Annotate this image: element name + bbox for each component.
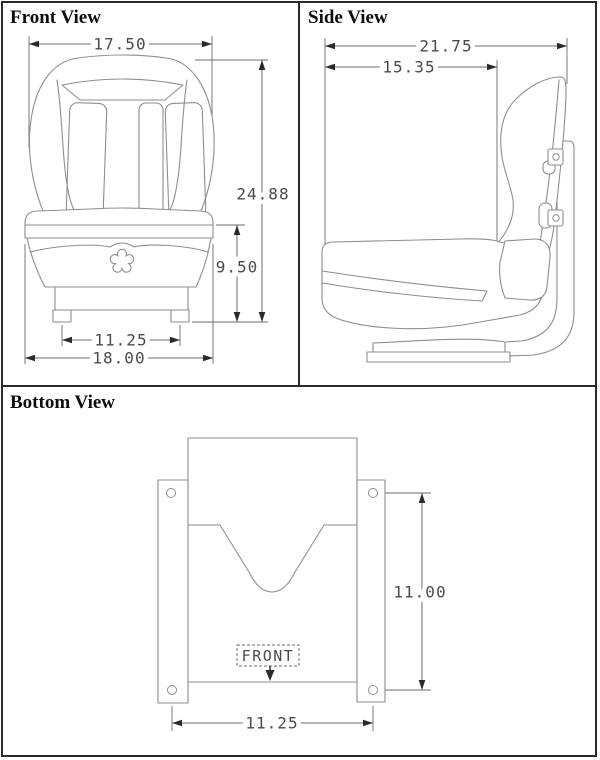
front-view-dimensions: 17.50 24.88 9.50 11.25 18.00	[24, 30, 293, 372]
dim-text-seat-width-top: 17.50	[93, 35, 146, 54]
seat-pan	[187, 437, 358, 683]
bottom-view-dimensions: 11.00 11.25	[171, 492, 450, 737]
dim-text-mount-length: 11.00	[393, 583, 446, 602]
bottom-view-panel: Bottom View 11.00 11.25 FRONT	[10, 392, 450, 737]
right-foot	[170, 309, 190, 323]
front-direction-arrow-icon	[265, 670, 275, 681]
dim-text-mount-spacing: 11.25	[94, 331, 147, 350]
mount-hole-bottom-right	[368, 685, 378, 695]
dim-text-mount-width: 11.25	[245, 714, 298, 733]
seat-cushion	[24, 207, 214, 239]
front-view-seat-drawing	[24, 54, 215, 323]
mount-hole-top-left	[166, 488, 176, 498]
pan-notch	[187, 524, 358, 593]
cushion-trim-band	[321, 270, 488, 302]
upper-tab-hole	[552, 153, 560, 161]
mount-hole-bottom-left	[167, 685, 177, 695]
seat-side-panel	[499, 238, 551, 301]
front-view-title: Front View	[10, 7, 101, 28]
left-mount-rail	[157, 479, 189, 704]
side-view-panel: Side View 21.75 15.35	[308, 7, 575, 363]
base-plate	[366, 351, 511, 363]
seat-base-shroud	[26, 237, 212, 288]
mount-hole-top-right	[368, 488, 378, 498]
bottom-view-title: Bottom View	[10, 392, 115, 413]
dim-text-overall-height: 24.88	[236, 185, 289, 204]
front-label-text: FRONT	[242, 647, 295, 665]
star-knob	[109, 248, 135, 273]
front-label-box	[236, 644, 300, 667]
side-view-dimensions: 21.75 15.35	[324, 32, 568, 248]
side-view-title: Side View	[308, 7, 388, 28]
right-mount-rail	[356, 479, 386, 703]
base-support-line	[372, 338, 506, 353]
seat-back-top-band-stitch	[61, 78, 184, 101]
bottom-view-plate-drawing: FRONT	[157, 437, 386, 704]
dim-text-overall-depth: 21.75	[419, 37, 472, 56]
side-view-seat-drawing	[321, 76, 575, 363]
dim-text-base-height: 9.50	[216, 258, 259, 277]
front-view-panel: Front View 17.50 24.88 9.50 11.25 18.00	[10, 7, 293, 372]
left-foot	[52, 309, 72, 323]
lower-tab-hole	[552, 214, 560, 222]
dim-text-cushion-depth: 15.35	[382, 58, 435, 77]
seat-base-box	[54, 286, 189, 311]
shroud-wavy-seam	[29, 242, 209, 253]
dim-text-seat-width-bottom: 18.00	[92, 349, 145, 368]
